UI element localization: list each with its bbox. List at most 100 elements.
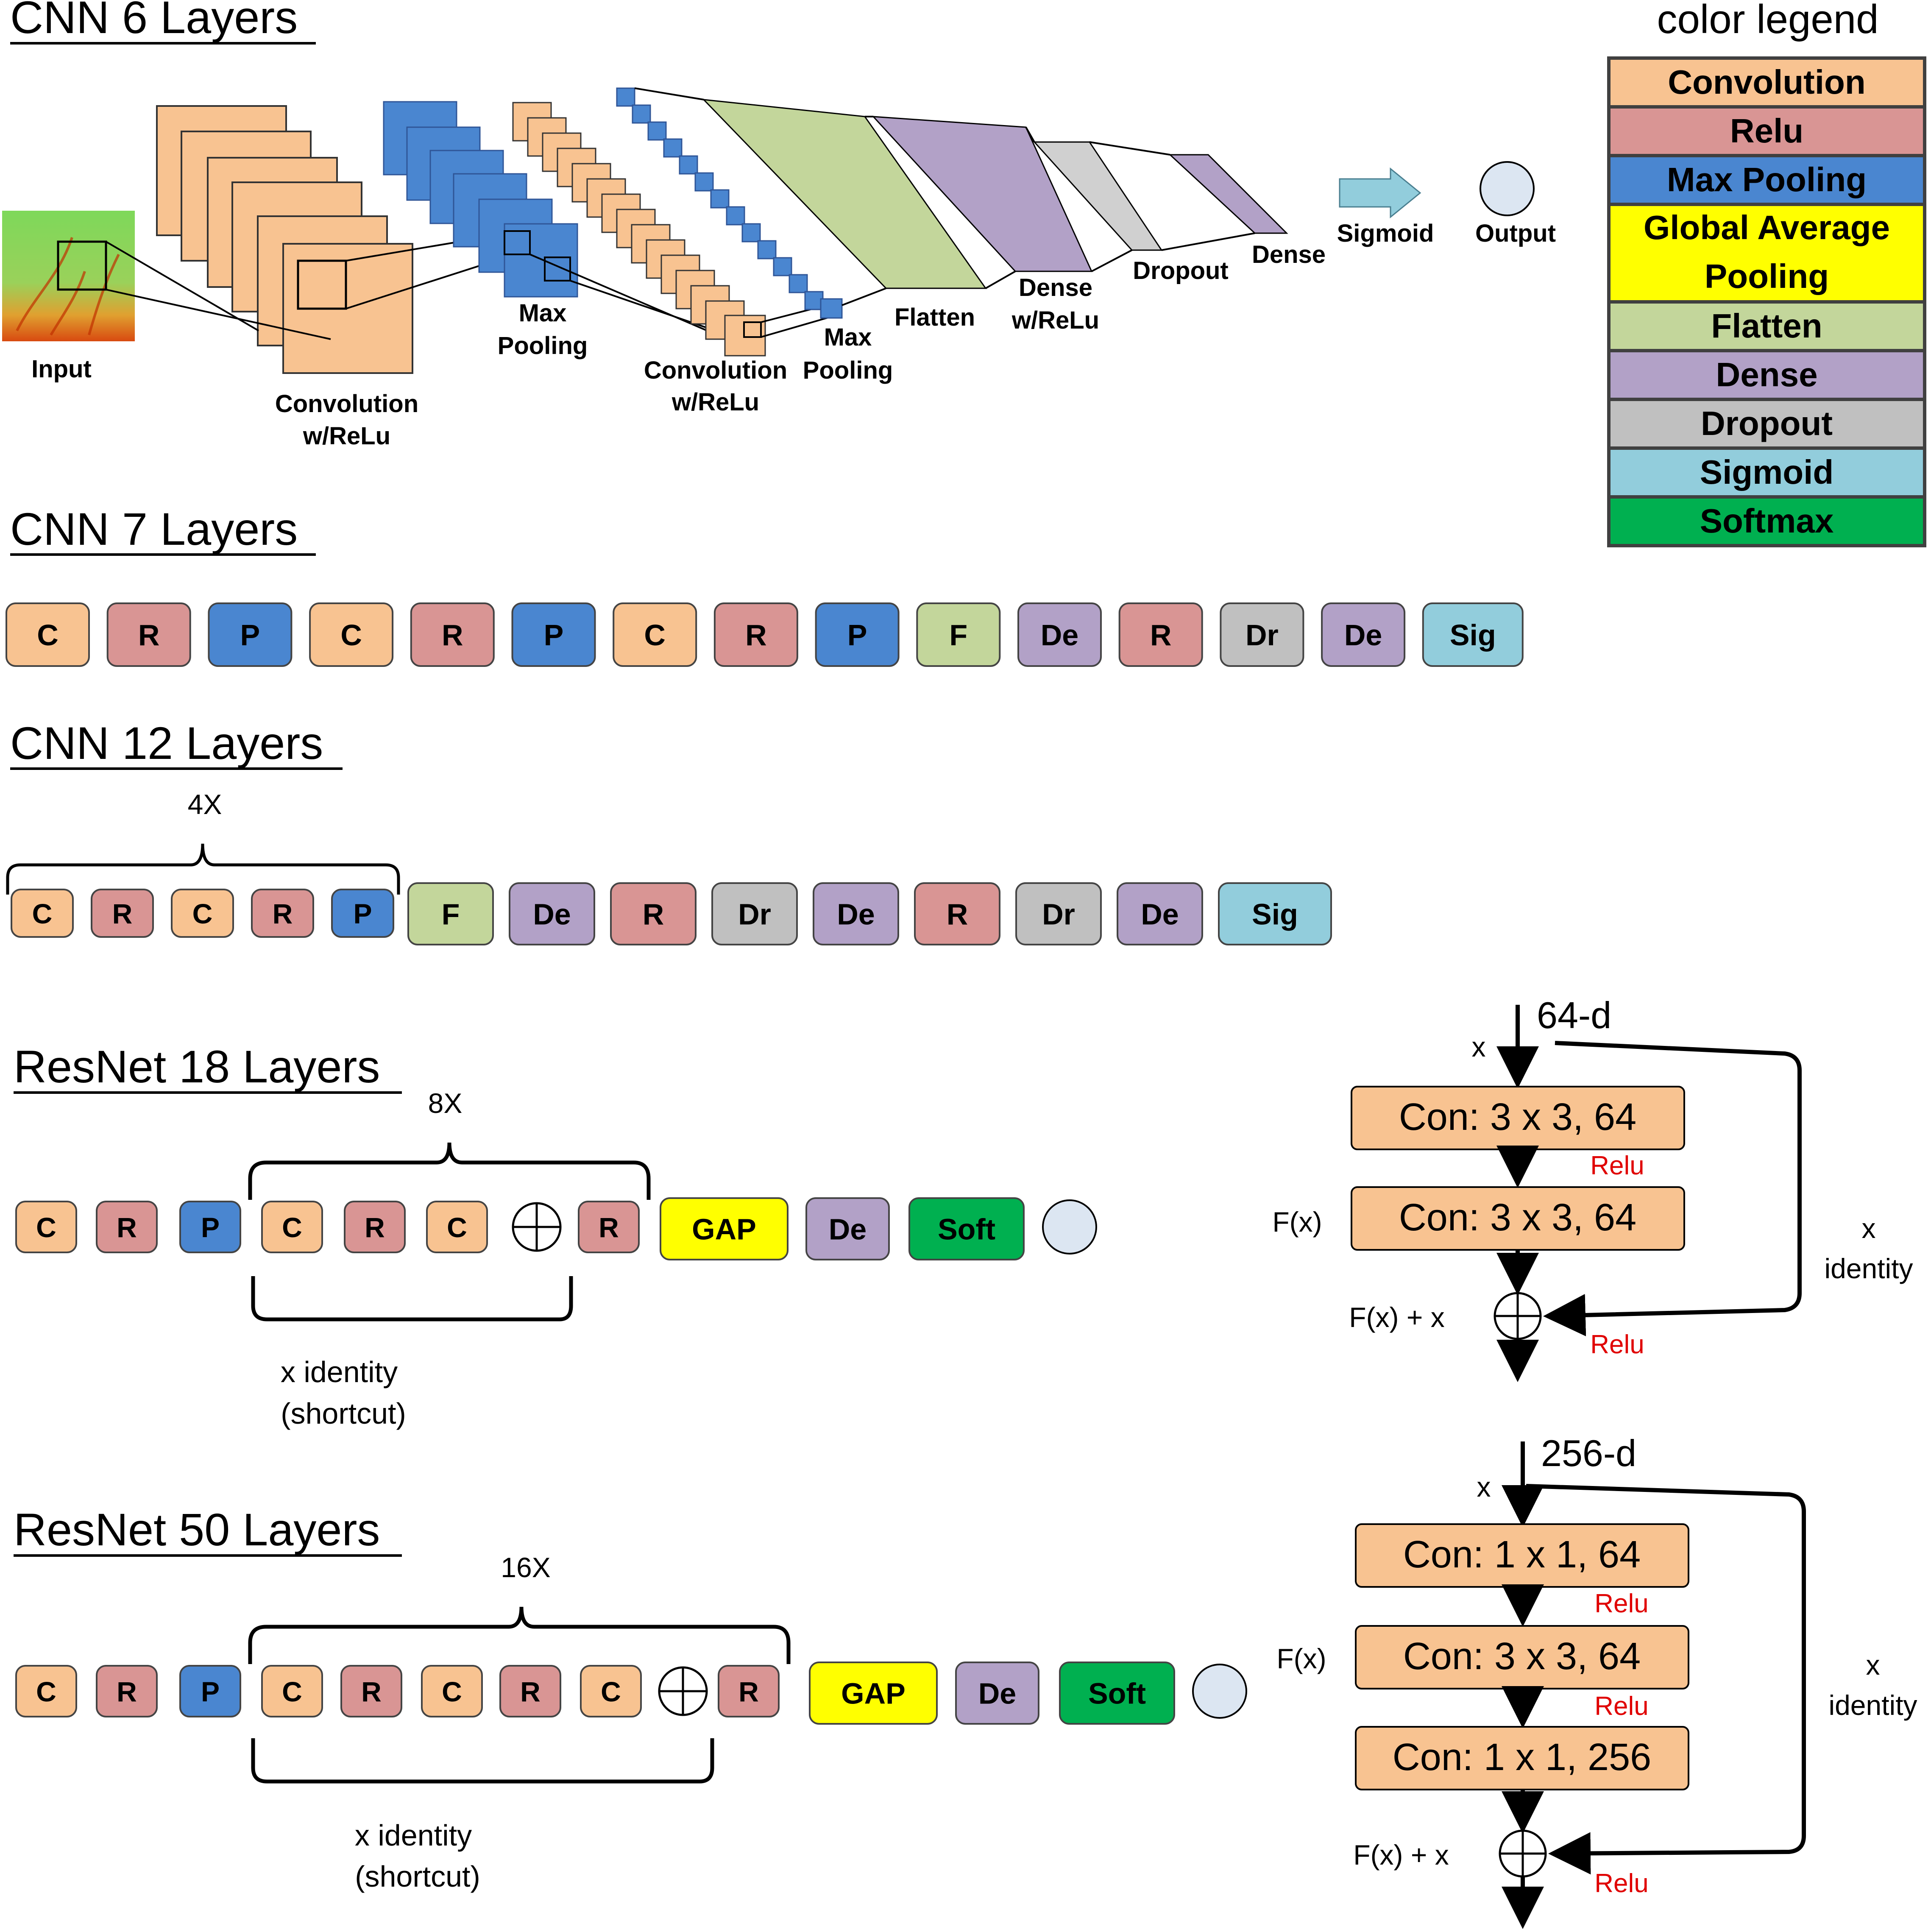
conv1-kernel: [297, 259, 347, 310]
resnet18-relu-2: Relu: [1590, 1330, 1644, 1359]
layer-block-de: De: [805, 1197, 890, 1260]
layer-block-shape: [15, 1665, 77, 1717]
layer-block-shape: [11, 889, 74, 938]
resnet50-repeat-brace: [248, 1606, 791, 1664]
legend-item-flatten: Flatten: [1607, 300, 1926, 352]
resnet50-identity-path: [1526, 1484, 1806, 1875]
layer-block-label: C: [644, 619, 666, 652]
legend-item-relu: Relu: [1607, 105, 1926, 157]
layer-block-label: De: [1141, 898, 1179, 931]
layer-block-label: C: [442, 1676, 462, 1707]
output-node: [1480, 161, 1535, 216]
layer-block-shape: [509, 882, 595, 945]
layer-block-shape: [1422, 602, 1524, 667]
layer-block-label: R: [520, 1676, 541, 1707]
layer-block-c: C: [309, 602, 394, 667]
resnet18-fx: F(x): [1272, 1206, 1322, 1238]
resnet50-block-dim: 256-d: [1541, 1432, 1636, 1474]
layer-block-shape: [91, 889, 154, 938]
layer-block-r: R: [718, 1665, 780, 1717]
layer-block-shape: [1118, 602, 1203, 667]
resnet50-residual-block: 256-d x Con: 1 x 1, 64 Relu Con: 3 x 3, …: [1276, 1432, 1917, 1929]
resnet18-block-dim: 64-d: [1537, 994, 1611, 1036]
cnn12-repeat-brace: [6, 843, 400, 895]
layer-block-gap: GAP: [660, 1197, 789, 1260]
resnet18-identity-b: identity: [1824, 1253, 1913, 1284]
layer-block-shape: [1220, 602, 1304, 667]
resnet18-conv-2-label: Con: 3 x 3, 64: [1399, 1196, 1636, 1239]
layer-block-label: R: [117, 1676, 137, 1707]
layer-block-c: C: [261, 1665, 323, 1717]
layer-block-add: [658, 1666, 708, 1716]
resnet18-residual-block: 64-d x Con: 3 x 3, 64 Relu Con: 3 x 3, 6…: [1272, 994, 1913, 1382]
layer-block-label: C: [36, 1212, 56, 1243]
layer-block-r: R: [578, 1201, 640, 1253]
layer-block-r: R: [106, 602, 191, 667]
layer-block-label: C: [447, 1212, 467, 1243]
layer-block-p: P: [511, 602, 596, 667]
layer-block-shape: [805, 1197, 890, 1260]
resnet18-relu-1: Relu: [1590, 1151, 1644, 1180]
layer-block-f: F: [916, 602, 1001, 667]
output-node: [1042, 1199, 1097, 1255]
layer-block-sig: Sig: [1422, 602, 1524, 667]
layer-block-shape: [908, 1197, 1025, 1260]
layer-block-shape: [815, 602, 900, 667]
layer-block-label: P: [201, 1212, 220, 1243]
layer-block-label: C: [601, 1676, 621, 1707]
resnet18-shortcut-label-b: (shortcut): [281, 1397, 406, 1430]
resnet18-repeat-label: 8X: [428, 1087, 463, 1119]
layer-block-shape: [660, 1197, 789, 1260]
layer-block-c: C: [6, 602, 90, 667]
pool2-label-b: Pooling: [803, 357, 893, 384]
layer-block-r: R: [713, 602, 798, 667]
input-spectrogram: [2, 211, 135, 341]
layer-block-dr: Dr: [1015, 882, 1102, 945]
layer-block-p: P: [815, 602, 900, 667]
legend-swatch: [1607, 398, 1926, 450]
layer-block-label: Soft: [1088, 1677, 1146, 1710]
legend-item-dropout: Dropout: [1607, 398, 1926, 450]
flatten-label: Flatten: [894, 304, 975, 331]
conv-stack-1: [156, 105, 413, 374]
resnet50-title: ResNet 50 Layers: [14, 1504, 380, 1555]
layer-block-dr: Dr: [1220, 602, 1304, 667]
layer-block-shape: [809, 1662, 938, 1725]
conv2-label-a: Convolution: [644, 357, 787, 384]
layer-block-c: C: [580, 1665, 642, 1717]
layer-block-c: C: [11, 889, 74, 938]
resnet18-conv-1-label: Con: 3 x 3, 64: [1399, 1096, 1636, 1138]
layer-block-label: P: [353, 898, 372, 929]
legend-label: Dense: [1716, 356, 1817, 393]
pool1-label-b: Pooling: [498, 332, 588, 360]
layer-block-label: C: [282, 1676, 302, 1707]
legend-swatch: [1607, 446, 1926, 499]
layer-block-shape: [96, 1201, 158, 1253]
layer-block-c: C: [613, 602, 697, 667]
layer-block-r: R: [499, 1665, 561, 1717]
layer-block-label: F: [949, 619, 967, 652]
legend-item-max-pooling: Max Pooling: [1607, 154, 1926, 206]
layer-block-shape: [96, 1665, 158, 1717]
layer-block-f: F: [407, 882, 494, 945]
layer-block-label: Dr: [738, 898, 771, 931]
legend-swatch: [1607, 349, 1926, 401]
layer-block-dr: Dr: [711, 882, 798, 945]
legend-swatch: [1607, 154, 1926, 206]
layer-block-label: F: [442, 898, 460, 931]
layer-block-shape: [955, 1662, 1039, 1725]
layer-block-shape: [331, 889, 394, 938]
layer-block-r: R: [91, 889, 154, 938]
layer-block-p: P: [179, 1201, 241, 1253]
layer-block-shape: [914, 882, 1000, 945]
layer-block-shape: [208, 602, 293, 667]
pool1-label-a: Max: [519, 299, 567, 327]
resnet50-identity-b: identity: [1828, 1689, 1917, 1721]
layer-block-shape: [1321, 602, 1406, 667]
resnet18-shortcut-bracket: [251, 1276, 573, 1321]
layer-block-label: R: [138, 619, 160, 652]
layer-block-gap: GAP: [809, 1662, 938, 1725]
